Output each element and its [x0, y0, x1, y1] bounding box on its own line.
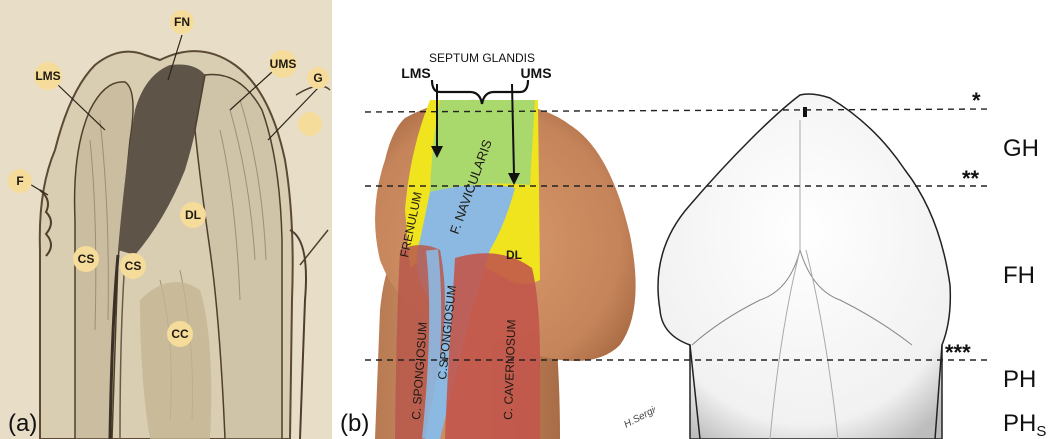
panel-a: FN LMS UMS G F DL CS CS CC (a) [0, 0, 332, 439]
label-lms-b: LMS [401, 65, 431, 81]
level-phs-main: PH [1003, 410, 1036, 437]
unlabeled-circle [298, 112, 322, 136]
label-lms-a: LMS [35, 69, 60, 83]
label-cc: CC [171, 327, 189, 341]
marker-double: ** [962, 166, 980, 191]
meatus-mark [803, 107, 807, 117]
panel-c [658, 94, 950, 439]
label-dl-b: DL [506, 248, 522, 262]
label-f: F [16, 174, 23, 188]
level-gh: GH [1003, 135, 1039, 162]
panel-b-letter: (b) [340, 410, 369, 437]
label-ums-a: UMS [270, 57, 297, 71]
label-dl-a: DL [185, 208, 201, 222]
marker-triple: *** [945, 340, 971, 365]
marker-single: * [972, 88, 981, 113]
label-cs-left: CS [78, 252, 95, 266]
label-cs-right: CS [125, 259, 142, 273]
level-phs: PHS [1003, 410, 1046, 439]
level-ph: PH [1003, 366, 1036, 393]
label-fn: FN [174, 15, 190, 29]
label-ums-b: UMS [520, 65, 551, 81]
panel-b: SEPTUM GLANDIS LMS UMS FRENULUM F. NAVIC… [335, 0, 662, 439]
level-phs-subscript: S [1036, 423, 1046, 439]
label-g: G [313, 71, 322, 85]
septum-glandis-title: SEPTUM GLANDIS [429, 51, 535, 65]
panel-a-letter: (a) [8, 410, 37, 437]
level-fh: FH [1003, 262, 1035, 289]
